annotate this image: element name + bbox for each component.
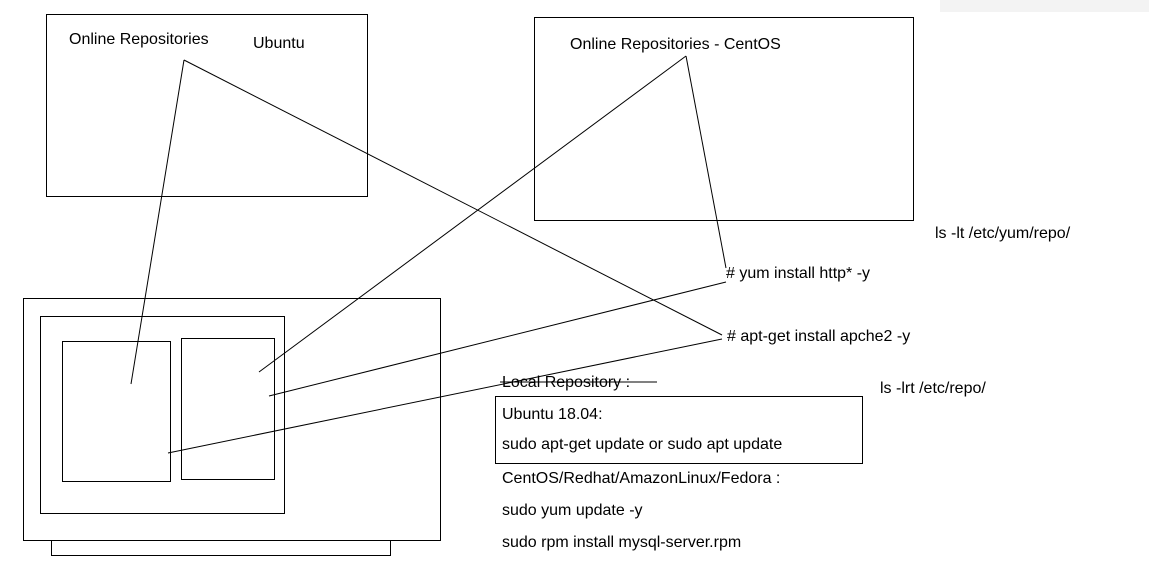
server-inner-box [40,316,285,514]
line-centos-to-yum-install [685,55,727,269]
yum-install-command: # yum install http* -y [726,265,871,282]
line-ubuntu-to-apt-install [183,59,723,336]
rhel-family-label: CentOS/Redhat/AmazonLinux/Fedora : [502,470,781,487]
centos-repo-label: Online Repositories - CentOS [570,36,781,53]
line-apt-install-to-server-left [167,338,723,454]
ubuntu-repo-box [46,14,368,197]
ubuntu-update-command: sudo apt-get update or sudo apt update [502,436,783,453]
rpm-install-command: sudo rpm install mysql-server.rpm [502,534,742,551]
line-ubuntu-to-server-left [130,59,185,385]
server-base [51,540,391,556]
server-right-panel [181,338,275,480]
local-repo-title: Local Repository : [502,374,631,391]
ubuntu-repo-label-os: Ubuntu [253,35,305,52]
ls-yum-command: ls -lt /etc/yum/repo/ [935,225,1071,242]
ubuntu-notes-box [495,396,863,464]
ubuntu-repo-label: Online Repositories [69,31,209,48]
corner-tab [940,0,1149,12]
line-centos-to-server-right [258,55,687,373]
apt-install-command: # apt-get install apche2 -y [727,328,911,345]
centos-repo-box [534,17,914,221]
ubuntu-version-label: Ubuntu 18.04: [502,406,603,423]
yum-update-command: sudo yum update -y [502,502,643,519]
ls-repo-command: ls -lrt /etc/repo/ [880,380,986,397]
server-left-panel [62,341,171,482]
line-yum-install-to-server-right [268,281,727,397]
